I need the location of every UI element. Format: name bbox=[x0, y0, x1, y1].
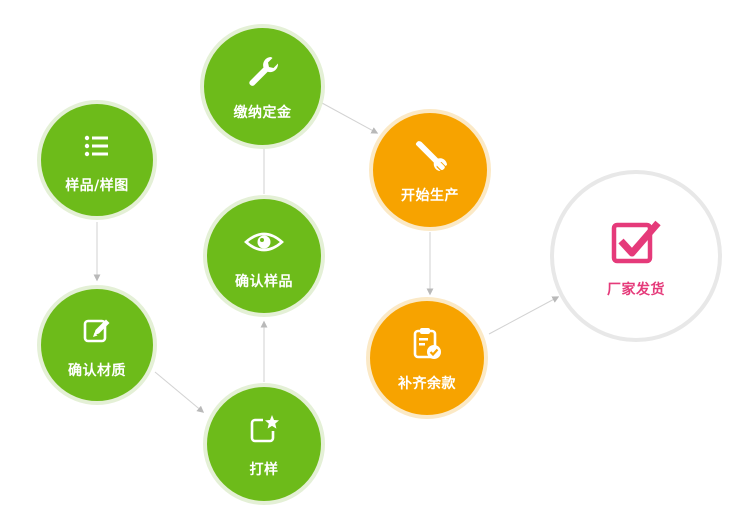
list-icon bbox=[84, 135, 108, 157]
step-material: 确认材质 bbox=[37, 285, 157, 405]
step-production: 开始生产 bbox=[369, 109, 491, 231]
tools-icon bbox=[415, 141, 447, 171]
edit-icon bbox=[83, 319, 110, 343]
eye-icon bbox=[244, 232, 284, 252]
step-proof: 打样 bbox=[203, 383, 325, 505]
star-box-icon bbox=[250, 415, 279, 443]
arrow-balance-to-ship bbox=[488, 296, 560, 335]
step-label: 缴纳定金 bbox=[233, 104, 292, 121]
checkbox-icon bbox=[611, 220, 661, 264]
step-sample: 样品/样图 bbox=[37, 100, 157, 220]
step-label: 打样 bbox=[249, 462, 279, 478]
step-label: 开始生产 bbox=[401, 188, 459, 204]
step-balance-payment: 补齐余款 bbox=[366, 297, 488, 419]
step-label: 确认材质 bbox=[68, 363, 126, 379]
arrow-deposit-to-produce bbox=[321, 102, 379, 134]
wrench-icon bbox=[248, 56, 278, 86]
step-label: 确认样品 bbox=[235, 274, 293, 290]
step-label: 补齐余款 bbox=[398, 376, 456, 392]
step-confirm-sample: 确认样品 bbox=[203, 195, 325, 317]
clipboard-check-icon bbox=[413, 328, 441, 359]
step-label: 厂家发货 bbox=[607, 282, 665, 298]
step-shipping: 厂家发货 bbox=[550, 170, 722, 342]
step-label: 样品/样图 bbox=[65, 178, 129, 194]
arrow-material-to-proof bbox=[154, 371, 205, 413]
step-deposit: 缴纳定金 bbox=[200, 24, 325, 149]
